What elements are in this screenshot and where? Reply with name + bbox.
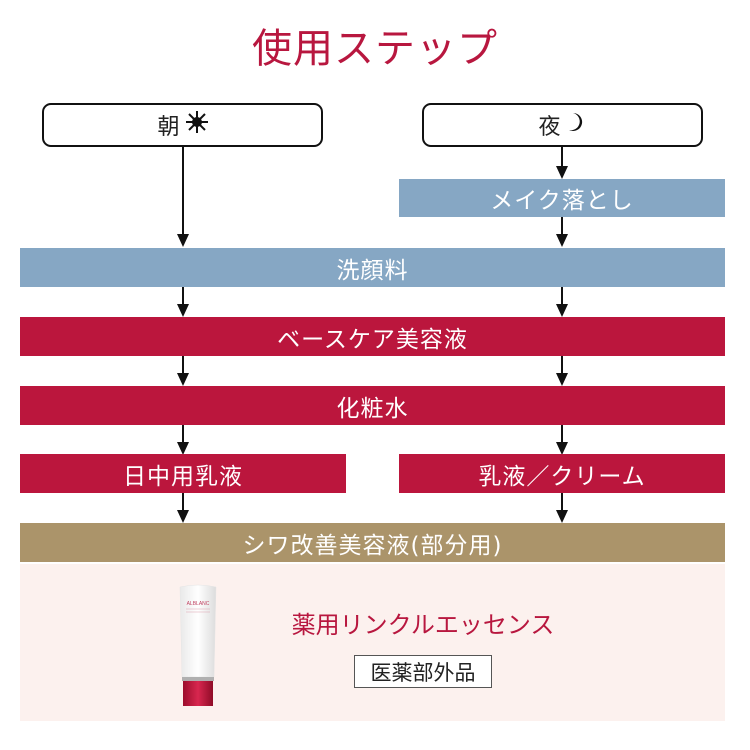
arrow-line <box>182 356 184 376</box>
arrow-head-icon <box>556 373 568 386</box>
arrow-line <box>182 493 184 513</box>
step-makeup-remover: メイク落とし <box>399 179 725 217</box>
morning-label: 朝 <box>157 115 180 140</box>
arrow-head-icon <box>177 442 189 455</box>
arrow-line <box>561 356 563 376</box>
arrow-line <box>561 425 563 445</box>
arrow-head-icon <box>177 510 189 523</box>
arrow-line <box>182 425 184 445</box>
arrow-line <box>561 217 563 235</box>
night-label: 夜 <box>538 115 561 140</box>
arrow-line <box>561 287 563 307</box>
product-panel <box>20 564 725 721</box>
product-name: 薬用リンクルエッセンス <box>291 611 555 639</box>
page-title: 使用ステップ <box>252 26 498 72</box>
arrow-head-icon <box>177 304 189 317</box>
night-box: 夜 <box>422 103 703 147</box>
arrow-line <box>182 287 184 307</box>
arrow-line <box>561 493 563 513</box>
arrow-head-icon <box>177 234 189 247</box>
moon-icon <box>567 111 587 139</box>
arrow-head-icon <box>177 373 189 386</box>
arrow-head-icon <box>556 234 568 247</box>
sun-icon <box>185 111 208 139</box>
svg-text:ALBLANC: ALBLANC <box>187 601 210 607</box>
step-emulsion-cream: 乳液／クリーム <box>399 454 725 493</box>
arrow-line <box>182 147 184 235</box>
step-day-emulsion: 日中用乳液 <box>20 454 346 493</box>
step-lotion: 化粧水 <box>20 386 725 425</box>
arrow-head-icon <box>556 166 568 179</box>
arrow-head-icon <box>556 304 568 317</box>
step-base-serum: ベースケア美容液 <box>20 317 725 356</box>
step-cleanser: 洗顔料 <box>20 248 725 287</box>
quasi-drug-badge: 医薬部外品 <box>354 655 492 688</box>
step-wrinkle-serum: シワ改善美容液(部分用) <box>20 523 725 562</box>
arrow-head-icon <box>556 510 568 523</box>
arrow-head-icon <box>556 442 568 455</box>
arrow-line <box>561 147 563 169</box>
product-tube-image: ALBLANC <box>178 583 218 708</box>
morning-box: 朝 <box>42 103 323 147</box>
